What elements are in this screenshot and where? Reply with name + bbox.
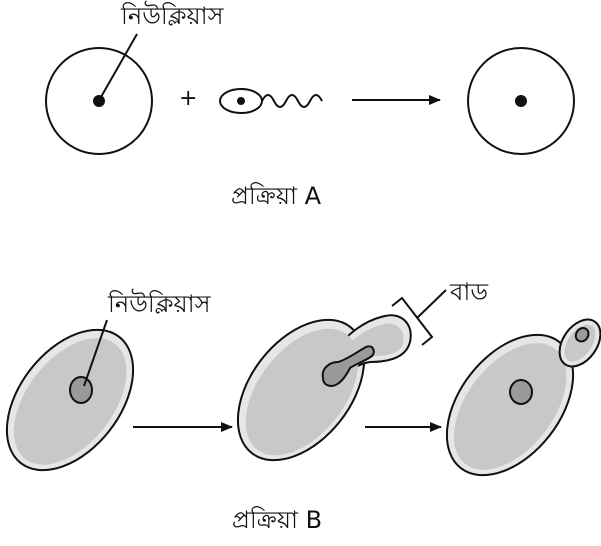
yeast-cell-2 xyxy=(236,289,447,462)
yeast-nucleus-3 xyxy=(509,379,533,405)
bud-pointer xyxy=(416,289,447,319)
process-a-caption: প্রক্রিয়া A xyxy=(231,182,321,210)
nucleus-label-a: নিউক্লিয়াস xyxy=(121,2,224,30)
nucleus-pointer-b xyxy=(83,319,108,387)
detached-bud xyxy=(558,318,601,368)
egg-nucleus xyxy=(93,95,105,107)
process-b-group xyxy=(5,289,601,477)
sperm-cell xyxy=(219,88,323,114)
process-b-caption: প্রক্রিয়া B xyxy=(232,506,323,534)
nucleus-pointer-a xyxy=(100,33,138,98)
yeast-cell-3 xyxy=(445,333,575,477)
bud-nucleus xyxy=(321,345,375,388)
nucleus-label-b: নিউক্লিয়াস xyxy=(108,290,211,318)
plus-sign: + xyxy=(179,86,198,111)
zygote-nucleus xyxy=(515,95,527,107)
bud-label: বাড xyxy=(450,278,488,306)
yeast-nucleus-1 xyxy=(69,376,93,404)
process-a-group xyxy=(45,33,575,155)
yeast-cell-1 xyxy=(5,328,135,472)
